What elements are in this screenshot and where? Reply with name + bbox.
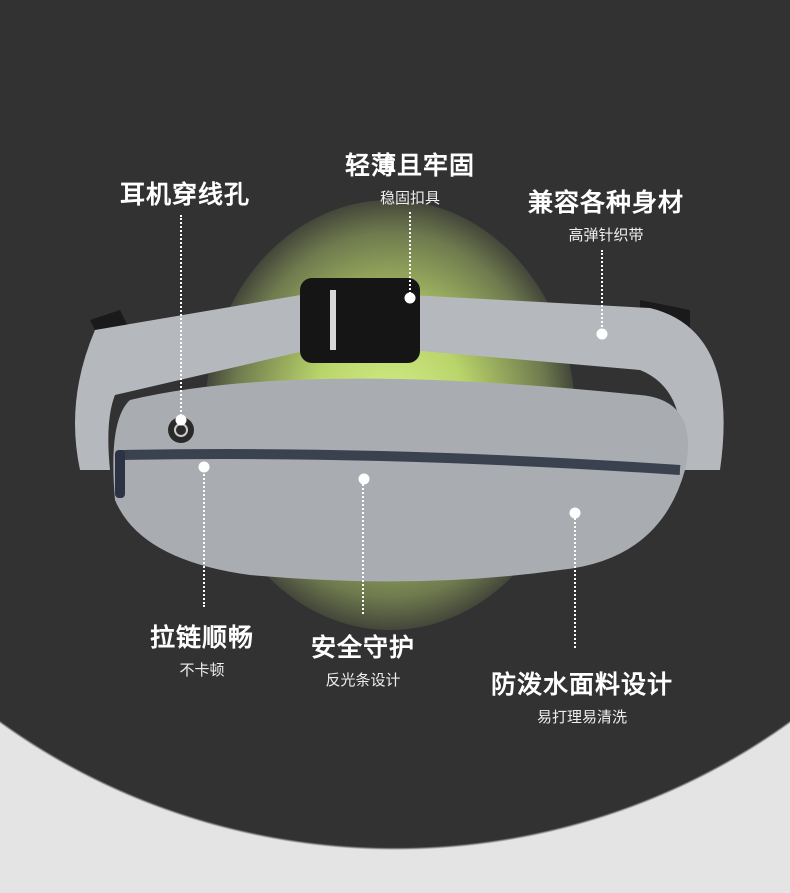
strap-left [75, 290, 330, 470]
feature-strap: 兼容各种身材高弹针织带 [528, 183, 684, 245]
pointer-line [362, 479, 364, 614]
feature-subtitle: 稳固扣具 [379, 189, 441, 207]
feature-title: 轻薄且牢固 [344, 151, 476, 180]
feature-title: 兼容各种身材 [527, 188, 685, 217]
feature-earphone-hole: 耳机穿线孔 [120, 175, 250, 211]
strap-right [410, 295, 724, 470]
feature-title: 安全守护 [310, 633, 416, 662]
pointer-dot [358, 473, 370, 485]
pointer-line [601, 250, 603, 334]
feature-subtitle: 不卡顿 [179, 661, 225, 679]
pointer-dot [596, 328, 608, 340]
feature-zipper: 拉链顺畅不卡顿 [150, 618, 254, 680]
feature-reflective: 安全守护反光条设计 [311, 628, 415, 690]
pointer-dot [404, 292, 416, 304]
zipper [119, 449, 681, 475]
feature-subtitle: 易打理易清洗 [536, 708, 628, 726]
pointer-dot [198, 461, 210, 473]
zipper-pull [115, 450, 125, 498]
pointer-line [574, 513, 576, 648]
pointer-dot [175, 414, 187, 426]
pouch [113, 378, 688, 582]
feature-waterproof: 防泼水面料设计易打理易清洗 [491, 665, 673, 727]
pointer-dot [569, 507, 581, 519]
pointer-line [409, 212, 411, 298]
feature-buckle: 轻薄且牢固稳固扣具 [345, 146, 475, 208]
feature-subtitle: 高弹针织带 [568, 226, 644, 244]
pointer-line [203, 467, 205, 607]
feature-title: 耳机穿线孔 [119, 180, 251, 209]
reflective-strip [330, 290, 336, 350]
buckle [300, 278, 420, 363]
pointer-line [180, 215, 182, 420]
feature-title: 防泼水面料设计 [490, 670, 674, 699]
feature-title: 拉链顺畅 [149, 623, 255, 652]
earphone-hole [168, 417, 194, 443]
feature-subtitle: 反光条设计 [325, 671, 401, 689]
